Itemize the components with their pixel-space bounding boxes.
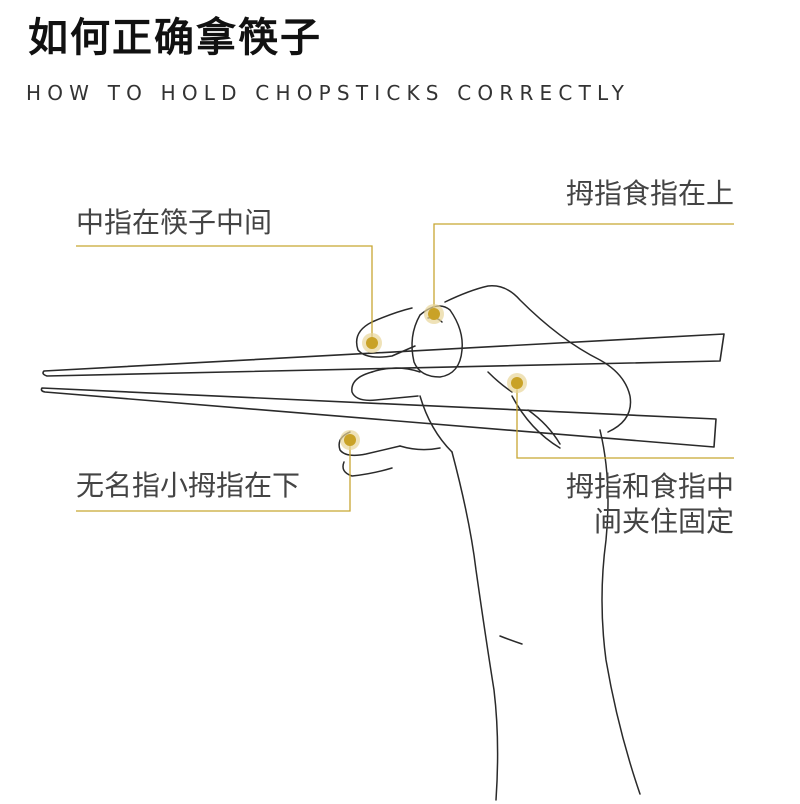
- upper-chopstick: [42, 333, 725, 377]
- page-subtitle: HOW TO HOLD CHOPSTICKS CORRECTLY: [26, 81, 631, 105]
- callout-clamp-line1: 拇指和食指中: [565, 470, 734, 503]
- callout-middle-finger: 中指在筷子中间: [76, 206, 273, 239]
- callout-ring-pinky-bottom: 无名指小拇指在下: [76, 469, 301, 502]
- page-title: 如何正确拿筷子: [28, 15, 322, 61]
- dot-middle-finger: [362, 333, 382, 353]
- dot-thumb-index-top: [424, 304, 444, 324]
- lower-chopstick: [40, 387, 717, 448]
- callout-thumb-index-top: 拇指食指在上: [565, 177, 734, 210]
- callout-clamp-line2: 间夹住固定: [593, 505, 734, 538]
- leader-thumb-index-top: [433, 223, 734, 314]
- leader-middle-finger: [76, 245, 373, 342]
- chopsticks: [40, 333, 725, 448]
- dot-clamp: [507, 373, 527, 393]
- callout-dots: [340, 304, 527, 450]
- callout-lines: [76, 223, 734, 512]
- hand-outline: [338, 285, 641, 801]
- leader-thumb-index-clamp: [516, 383, 734, 459]
- callout-thumb-index-clamp: 拇指和食指中 间夹住固定: [566, 469, 734, 539]
- dot-ring-pinky: [340, 430, 360, 450]
- leader-ring-pinky: [76, 440, 351, 512]
